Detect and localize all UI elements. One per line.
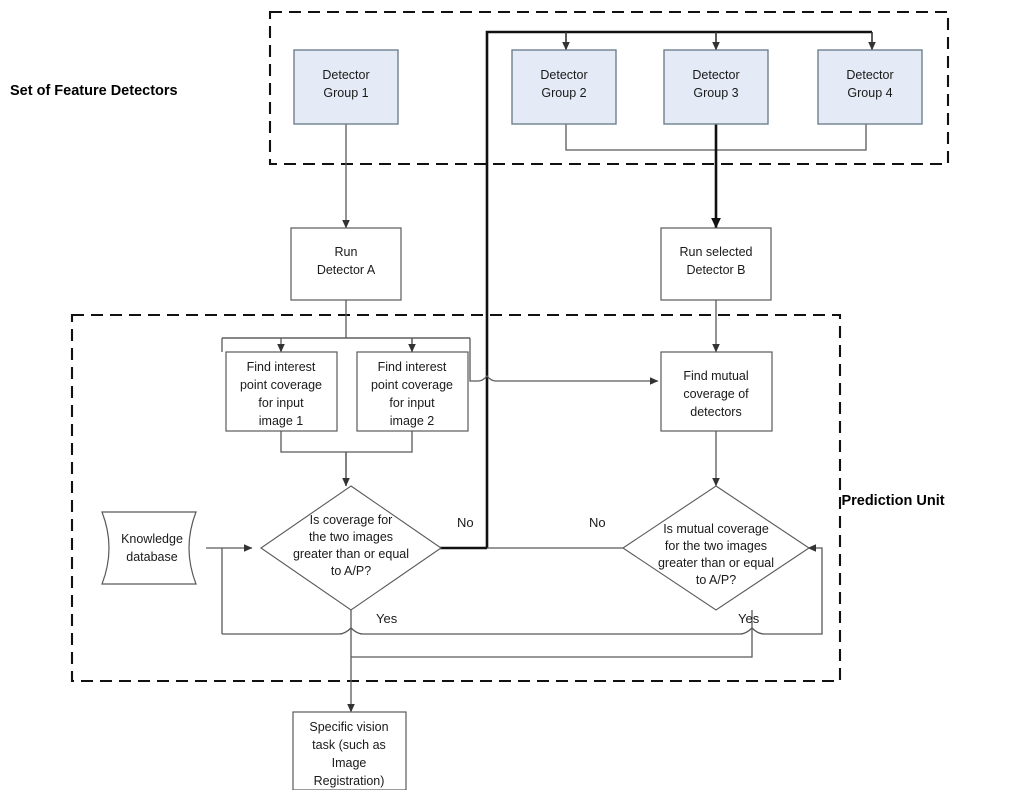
run-selected-detector-b-line-2: Detector B [686,263,745,277]
mutual-coverage-decision-line-1: Is mutual coverage [663,522,769,536]
find-mutual-coverage-line-1: Find mutual [683,369,748,383]
detector-group-3-line-1: Detector [692,68,739,82]
coverage-decision-shape[interactable] [260,485,442,611]
find-coverage-image-2-line-4: image 2 [390,414,435,428]
detector-group-1-box[interactable] [293,49,399,125]
node-run-detector-a[interactable]: Run Detector A [290,227,402,301]
run-detector-a-line-1: Run [335,245,358,259]
run-selected-detector-b-box[interactable] [660,227,772,301]
edge-label-yes-right: Yes [738,611,760,626]
find-mutual-coverage-box[interactable] [660,351,773,432]
detector-group-2-line-1: Detector [540,68,587,82]
node-find-coverage-image-2[interactable]: Find interest point coverage for input i… [356,351,469,432]
node-coverage-decision[interactable]: Is coverage for the two images greater t… [260,485,442,611]
coverage-decision-line-2: the two images [309,530,393,544]
find-coverage-image-2-line-2: point coverage [371,378,453,392]
specific-vision-task-line-1: Specific vision [309,720,388,734]
knowledge-database-shape[interactable] [101,511,197,585]
specific-vision-task-box[interactable] [292,711,407,790]
find-coverage-image-1-line-1: Find interest [247,360,316,374]
edge-label-no-right: No [589,515,606,530]
detector-group-4-line-1: Detector [846,68,893,82]
edge-run-a-to-mutual [469,338,659,385]
run-detector-a-box[interactable] [290,227,402,301]
knowledge-database-line-2: database [126,550,177,564]
detector-group-4-box[interactable] [817,49,923,125]
mutual-coverage-decision-shape[interactable] [622,485,810,611]
find-mutual-coverage-line-3: detectors [690,405,741,419]
specific-vision-task-line-3: Image [332,756,367,770]
edge-mutual-yes [351,610,753,658]
run-detector-a-line-2: Detector A [317,263,376,277]
edge-run-a-split [221,300,470,352]
knowledge-database-line-1: Knowledge [121,532,183,546]
find-coverage-image-1-line-3: for input [258,396,304,410]
find-coverage-image-1-line-2: point coverage [240,378,322,392]
label-prediction-unit: Prediction Unit [841,493,944,509]
find-coverage-image-2-box[interactable] [356,351,469,432]
node-find-coverage-image-1[interactable]: Find interest point coverage for input i… [225,351,338,432]
detector-group-2-line-2: Group 2 [541,86,586,100]
node-mutual-coverage-decision[interactable]: Is mutual coverage for the two images gr… [622,485,810,611]
node-detector-group-2[interactable]: Detector Group 2 [511,49,617,125]
specific-vision-task-line-4: Registration) [314,774,385,788]
node-detector-group-3[interactable]: Detector Group 3 [663,49,769,125]
mutual-coverage-decision-line-3: greater than or equal [658,556,774,570]
region-prediction-unit [70,313,842,683]
node-find-mutual-coverage[interactable]: Find mutual coverage of detectors [660,351,773,432]
detector-group-4-line-2: Group 4 [847,86,892,100]
run-selected-detector-b-line-1: Run selected [680,245,753,259]
find-coverage-image-1-box[interactable] [225,351,338,432]
edge-feedback-rail [222,544,823,635]
detector-group-2-box[interactable] [511,49,617,125]
label-set-of-feature-detectors: Set of Feature Detectors [10,83,178,99]
node-detector-group-1[interactable]: Detector Group 1 [293,49,399,125]
find-coverage-image-2-line-1: Find interest [378,360,447,374]
specific-vision-task-line-2: task (such as [312,738,386,752]
edge-label-yes-left: Yes [376,611,398,626]
find-mutual-coverage-line-2: coverage of [683,387,749,401]
node-knowledge-database[interactable]: Knowledge database [101,511,197,585]
detector-group-1-line-1: Detector [322,68,369,82]
node-specific-vision-task[interactable]: Specific vision task (such as Image Regi… [292,711,407,790]
coverage-decision-line-4: to A/P? [331,564,371,578]
coverage-decision-line-3: greater than or equal [293,547,409,561]
coverage-decision-line-1: Is coverage for [310,513,393,527]
detector-group-3-line-2: Group 3 [693,86,738,100]
mutual-coverage-decision-line-4: to A/P? [696,573,736,587]
find-coverage-image-2-line-3: for input [389,396,435,410]
node-run-selected-detector-b[interactable]: Run selected Detector B [660,227,772,301]
detector-group-3-box[interactable] [663,49,769,125]
node-detector-group-4[interactable]: Detector Group 4 [817,49,923,125]
mutual-coverage-decision-line-2: for the two images [665,539,767,553]
detector-group-1-line-2: Group 1 [323,86,368,100]
find-coverage-image-1-line-4: image 1 [259,414,304,428]
region-set-of-feature-detectors [268,10,950,166]
edge-label-no-left: No [457,515,474,530]
